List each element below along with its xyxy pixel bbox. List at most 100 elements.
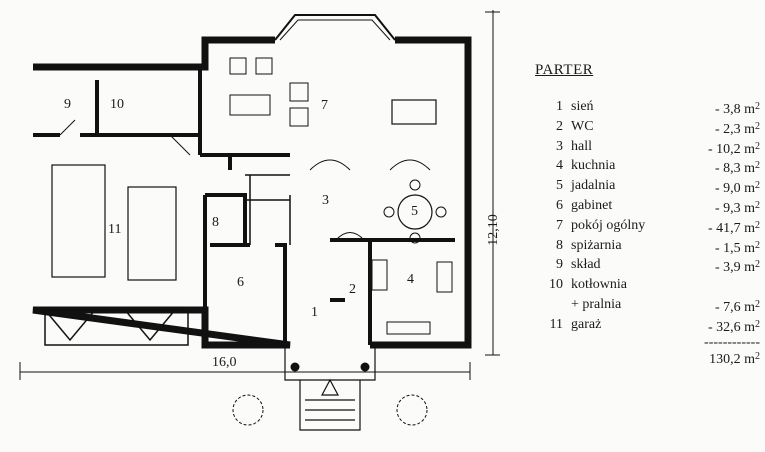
unit: m [744,200,755,216]
room-area: 41,7 [716,220,741,236]
room-area: 7,6 [723,299,741,315]
room-area: 10,2 [716,141,741,157]
unit: m [744,220,755,236]
legend-row: 6 gabinet - 9,3 m2 [535,196,760,216]
room-area-cell: - 32,6 m2 [707,318,760,335]
legend-title: PARTER [535,62,594,78]
unit: m [744,181,755,197]
room-number: 7 [556,217,563,233]
room-area-cell: - 7,6 m2 [714,298,760,315]
room-label-3: 3 [322,193,329,208]
total-value: 130,2 [709,351,741,367]
room-number [535,295,571,315]
depth-dimension: 12,10 [485,214,501,246]
room-label-11: 11 [108,222,122,237]
room-name: WC [571,118,594,134]
unit: m [744,141,755,157]
room-name: skład [571,257,601,273]
room-number: 5 [556,178,563,194]
room-area-cell: - 1,5 m2 [714,239,760,256]
room-area-cell: - 9,3 m2 [714,199,760,216]
room-area-cell: - 9,0 m2 [714,180,760,197]
unit-exp: 2 [755,120,760,132]
unit: m [744,121,755,137]
room-area: 9,3 [723,200,741,216]
unit-exp: 2 [755,259,760,271]
room-number: 6 [556,197,563,213]
room-name: + pralnia [571,296,622,312]
room-name: hall [571,138,592,154]
room-number: 8 [556,237,563,253]
room-number: 4 [556,158,563,174]
room-name: pokój ogólny [571,217,646,233]
unit-exp: 2 [755,298,760,310]
unit: m [744,102,755,117]
legend-row: 9 skład - 3,9 m2 [535,255,760,275]
unit: m [744,240,755,256]
depth-dimension-line [485,10,500,356]
room-number: 10 [549,277,563,293]
legend-row: 11 garaż - 32,6 m2 [535,315,760,335]
room-area: 8,3 [723,161,741,177]
unit-exp: 2 [755,239,760,251]
room-label-1: 1 [311,305,318,320]
room-name: jadalnia [571,178,616,194]
unit-exp: 2 [755,180,760,192]
room-number: 3 [556,138,563,154]
unit-exp: 2 [755,140,760,152]
legend-row: 5 jadalnia - 9,0 m2 [535,176,760,196]
room-label-9: 9 [64,97,71,112]
total-unit: m [744,351,755,367]
unit: m [744,161,755,177]
room-number: 9 [556,257,563,273]
room-name: kuchnia [571,158,616,174]
room-label-6: 6 [237,275,244,290]
room-name: kotłownia [571,277,627,293]
unit-exp: 2 [755,160,760,172]
legend-row: 7 pokój ogólny - 41,7 m2 [535,216,760,236]
room-name: garaż [571,316,602,332]
room-name: spiżarnia [571,237,622,253]
room-area-cell: - 2,3 m2 [714,120,760,137]
room-name: gabinet [571,197,613,213]
room-area-cell: - 3,9 m2 [714,259,760,276]
unit: m [744,299,755,315]
unit-exp: 2 [755,219,760,231]
unit-exp: 2 [755,199,760,211]
legend-total: 130,2 m2 [535,351,760,368]
total-unit-exp: 2 [755,350,760,362]
width-dimension: 16,0 [212,355,237,370]
dining-table [397,194,433,230]
interior-walls [33,67,455,345]
room-area: 32,6 [716,319,741,335]
room-area: 1,5 [723,240,741,256]
legend-row: + pralnia - 7,6 m2 [535,295,760,315]
car-2 [127,186,177,281]
legend-row: 8 spiżarnia - 1,5 m2 [535,236,760,256]
garage-doors [44,309,189,346]
tree-left [232,394,264,426]
room-number: 11 [549,316,563,332]
room-area-cell [673,275,760,295]
legend-row: 4 kuchnia - 8,3 m2 [535,156,760,176]
room-area: 2,3 [723,121,741,137]
unit: m [744,260,755,276]
room-number: 1 [556,99,563,114]
unit-exp: 2 [755,318,760,330]
unit-exp: 2 [755,101,760,112]
room-label-5: 5 [411,204,418,219]
legend-row: 2 WC - 2,3 m2 [535,117,760,137]
room-area-cell: - 41,7 m2 [707,219,760,236]
bay-window [274,14,396,41]
entrance-steps [284,345,376,431]
room-area: 3,8 [723,102,741,117]
unit: m [744,319,755,335]
room-area-cell: - 8,3 m2 [714,160,760,177]
room-number: 2 [556,118,563,134]
room-label-2: 2 [349,282,356,297]
legend-separator: ------------ [704,334,760,350]
